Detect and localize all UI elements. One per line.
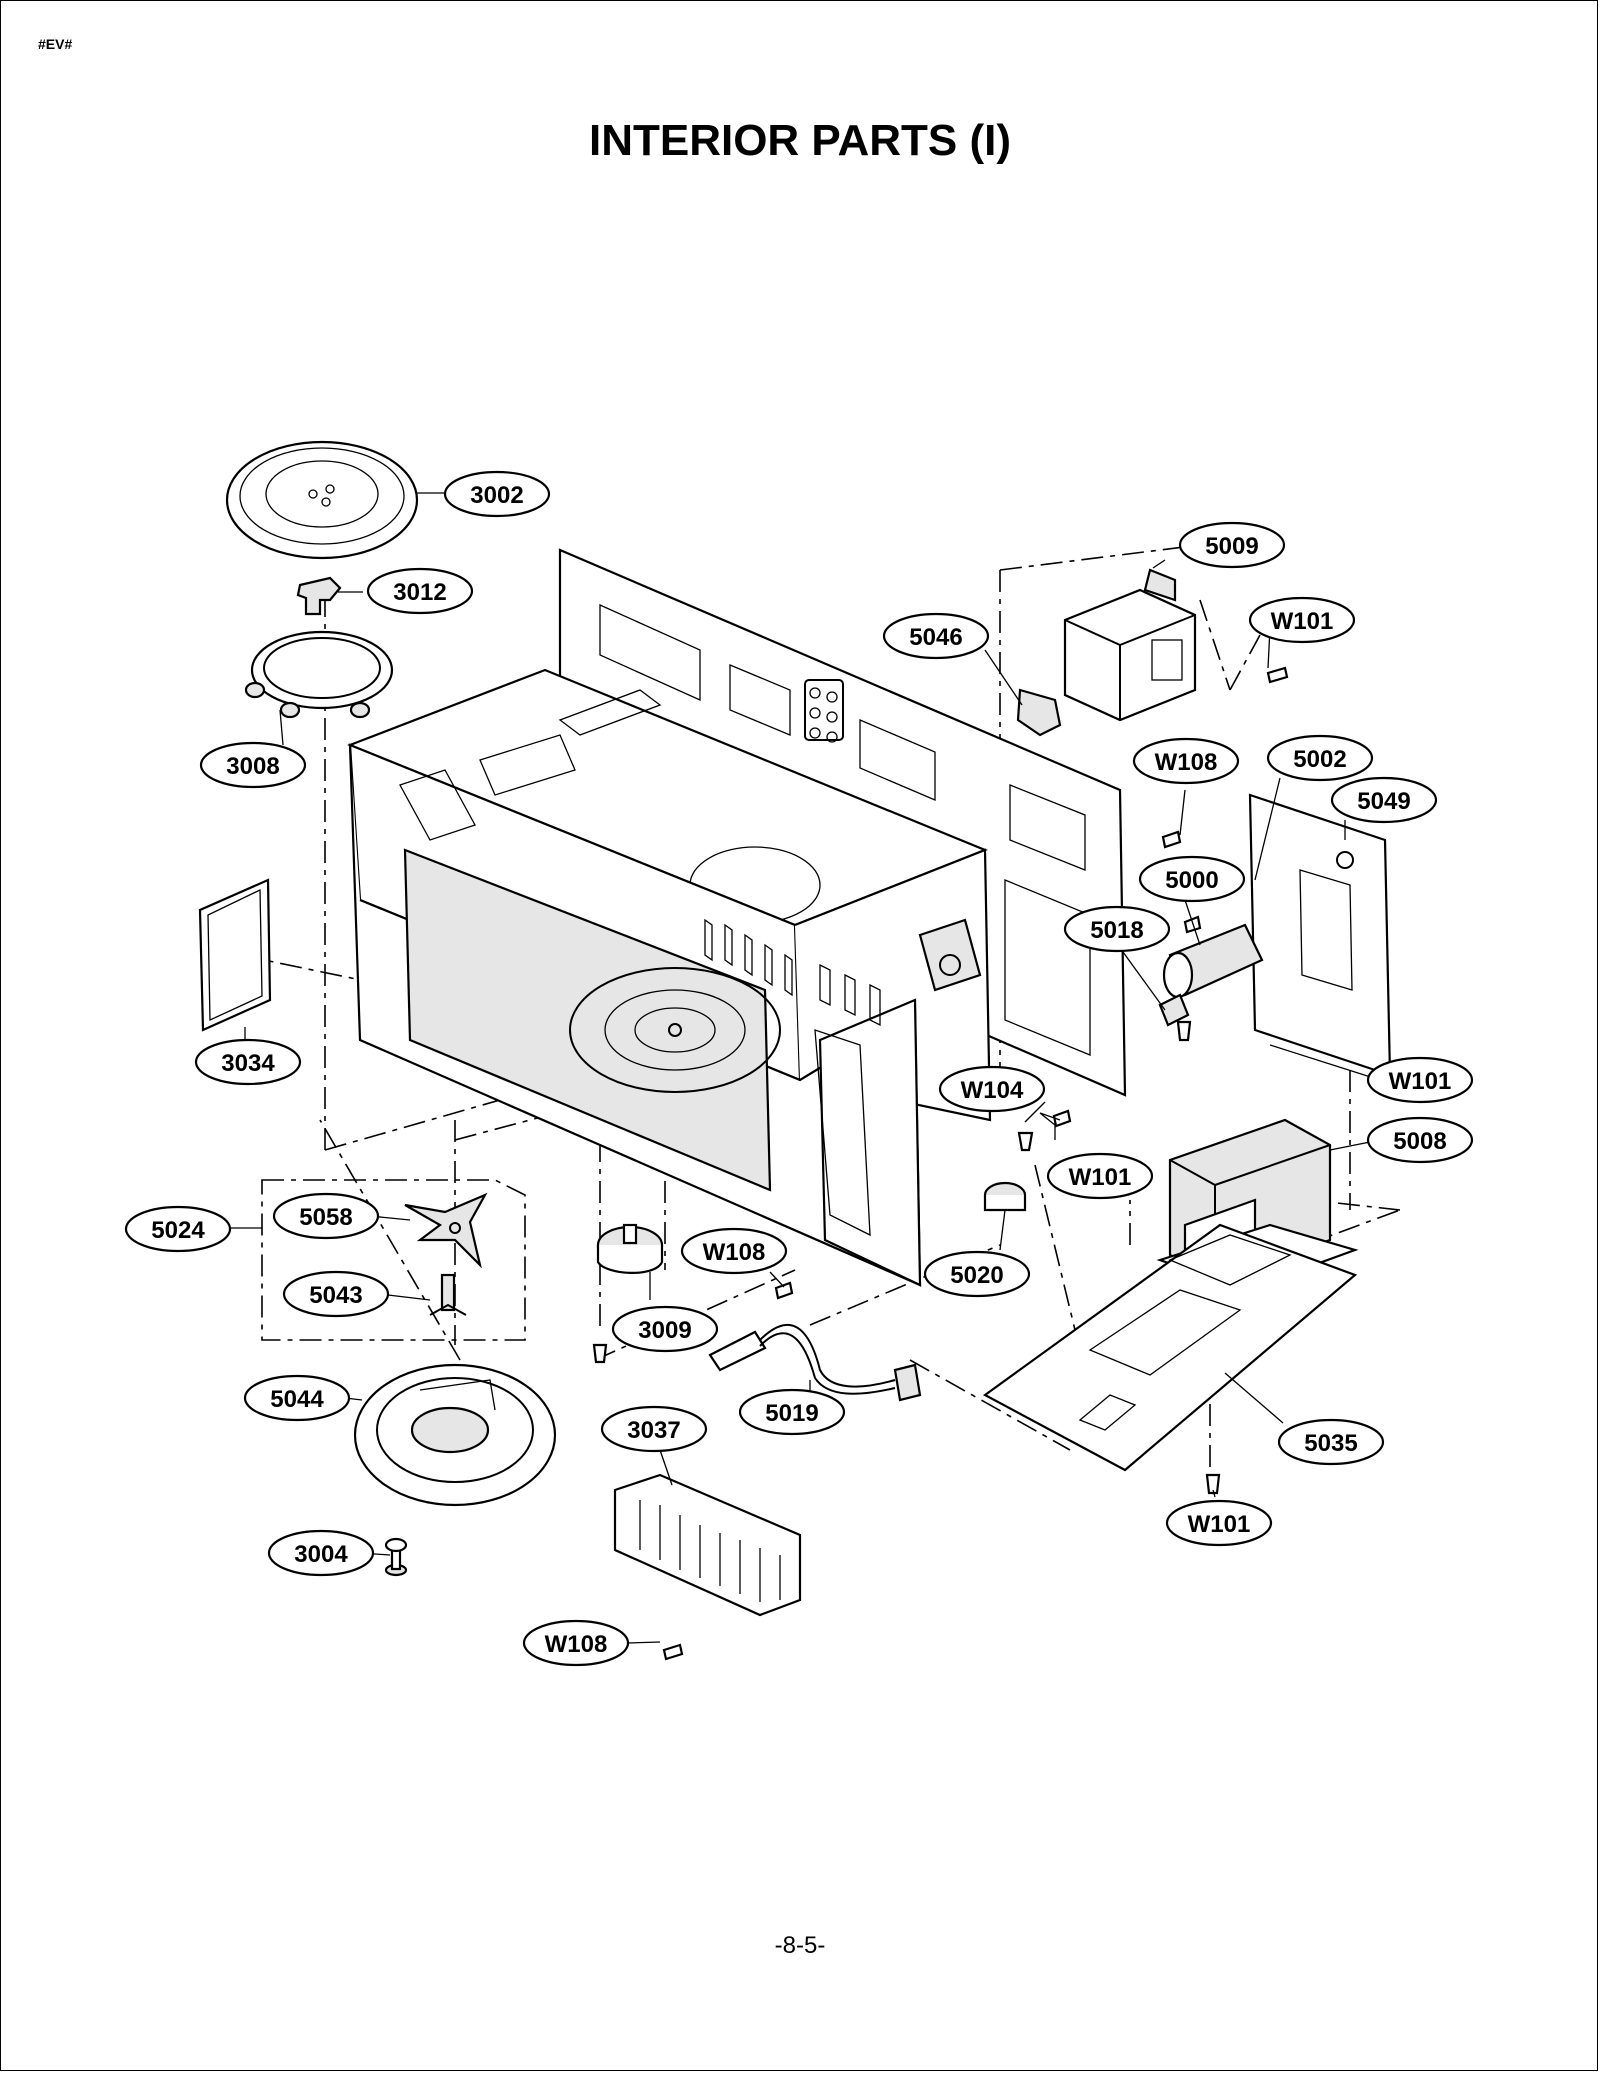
- oven-cavity-part: [347, 548, 1127, 1287]
- callout-5043: 5043: [282, 1270, 390, 1318]
- svg-text:5049: 5049: [1357, 788, 1410, 815]
- callout-3012: 3012: [366, 567, 474, 615]
- svg-text:5002: 5002: [1293, 746, 1346, 773]
- svg-text:W104: W104: [961, 1077, 1024, 1104]
- svg-text:5024: 5024: [151, 1217, 205, 1244]
- bushing-part: [384, 1537, 408, 1577]
- base-plate-part: [982, 1223, 1358, 1472]
- callouts: 3002 3012 3008 3034 5024 5058 5043 5044: [124, 470, 1474, 1667]
- capacitor-part: [1162, 923, 1264, 999]
- svg-text:3037: 3037: [627, 1417, 680, 1444]
- document-code: #EV#: [38, 36, 73, 52]
- svg-text:5044: 5044: [270, 1386, 324, 1413]
- callout-5024: 5024: [124, 1205, 232, 1253]
- callout-3037: 3037: [600, 1405, 708, 1453]
- svg-text:3034: 3034: [221, 1050, 275, 1077]
- svg-text:W101: W101: [1069, 1164, 1132, 1191]
- callout-5020: 5020: [923, 1250, 1031, 1298]
- callout-3008: 3008: [199, 741, 307, 789]
- svg-text:W108: W108: [545, 1631, 608, 1658]
- svg-text:W108: W108: [703, 1239, 766, 1266]
- thermostat-part: [983, 1181, 1027, 1212]
- page-title: INTERIOR PARTS (I): [588, 116, 1012, 165]
- callout-3004: 3004: [267, 1529, 375, 1577]
- svg-text:5009: 5009: [1205, 533, 1258, 560]
- callout-3002: 3002: [443, 470, 551, 518]
- callout-5035: 5035: [1277, 1418, 1385, 1466]
- callout-3034: 3034: [194, 1038, 302, 1086]
- svg-text:3008: 3008: [226, 753, 279, 780]
- callout-5044: 5044: [243, 1374, 351, 1422]
- callout-w108-upper: W108: [1132, 737, 1240, 785]
- page-number: -8-5-: [774, 1932, 826, 1959]
- callout-5018: 5018: [1063, 905, 1171, 953]
- callout-5002: 5002: [1266, 734, 1374, 782]
- svg-text:5000: 5000: [1165, 867, 1218, 894]
- callout-w101-right: W101: [1366, 1056, 1474, 1104]
- callout-5000: 5000: [1138, 855, 1246, 903]
- svg-text:3009: 3009: [638, 1317, 691, 1344]
- callout-5008: 5008: [1366, 1116, 1474, 1164]
- stirrer-shaft-part: [429, 1273, 467, 1316]
- callout-w101-magnetron: W101: [1248, 596, 1356, 644]
- vent-grille-part: [613, 1473, 802, 1617]
- svg-text:5019: 5019: [765, 1400, 818, 1427]
- svg-text:5035: 5035: [1304, 1430, 1357, 1457]
- svg-text:5018: 5018: [1090, 917, 1143, 944]
- svg-text:W101: W101: [1188, 1511, 1251, 1538]
- callout-w104: W104: [938, 1065, 1046, 1113]
- fuse-holder-part: [1016, 688, 1062, 737]
- callout-w108-grille: W108: [522, 1619, 630, 1667]
- callout-3009: 3009: [611, 1305, 719, 1353]
- callout-5058: 5058: [272, 1192, 380, 1240]
- roller-ring-part: [244, 630, 394, 719]
- glass-tray-part: [225, 440, 419, 560]
- stirrer-cover-part: [353, 1363, 557, 1507]
- stirrer-blade-part: [404, 1192, 488, 1269]
- svg-text:5043: 5043: [309, 1282, 362, 1309]
- svg-text:W101: W101: [1271, 608, 1334, 635]
- svg-text:W108: W108: [1155, 749, 1218, 776]
- coupler-part: [296, 576, 342, 616]
- callout-w101-bottom: W101: [1165, 1499, 1273, 1547]
- callout-5049: 5049: [1330, 776, 1438, 824]
- turntable-motor-part: [596, 1223, 664, 1274]
- callout-w108-motor: W108: [680, 1227, 788, 1275]
- callout-5046: 5046: [882, 612, 990, 660]
- bracket-part: [1248, 793, 1392, 1077]
- wire-harness-part: [708, 1324, 922, 1402]
- svg-text:5008: 5008: [1393, 1128, 1446, 1155]
- svg-text:W101: W101: [1389, 1068, 1452, 1095]
- callout-5019: 5019: [738, 1388, 846, 1436]
- stirrer-group-box: [261, 1179, 526, 1341]
- callout-5009: 5009: [1178, 521, 1286, 569]
- callout-w101-center: W101: [1046, 1152, 1154, 1200]
- svg-text:5058: 5058: [299, 1204, 352, 1231]
- cover-plate-part: [198, 878, 272, 1032]
- svg-text:3004: 3004: [294, 1541, 348, 1568]
- svg-text:3002: 3002: [470, 482, 523, 509]
- svg-text:5046: 5046: [909, 624, 962, 651]
- magnetron-part: [1063, 568, 1197, 722]
- screw-icons: [592, 666, 1289, 1661]
- svg-text:3012: 3012: [393, 579, 446, 606]
- diode-part: [1158, 993, 1190, 1027]
- svg-text:5020: 5020: [950, 1262, 1003, 1289]
